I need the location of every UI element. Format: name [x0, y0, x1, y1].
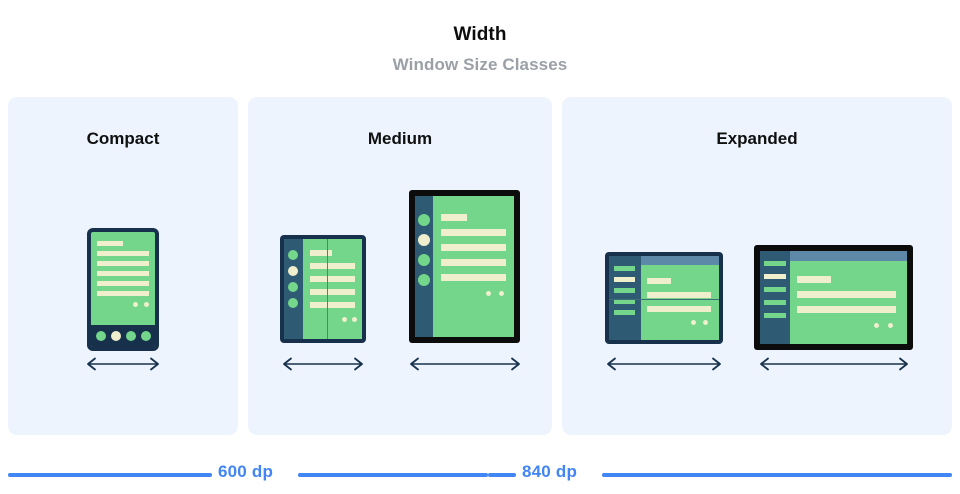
rail-item[interactable] — [418, 214, 430, 226]
content-line — [310, 250, 332, 256]
breakpoint-line-segment — [602, 473, 952, 477]
rail-item[interactable] — [288, 298, 298, 308]
breakpoint-label-600dp: 600 dp — [218, 462, 274, 481]
drawer-item-selected[interactable] — [764, 274, 786, 279]
fab-dot[interactable] — [874, 323, 879, 328]
fold-crease — [609, 299, 719, 300]
breakpoint-label-840dp: 840 dp — [522, 462, 578, 481]
fab-dot[interactable] — [144, 302, 149, 307]
content-line — [797, 306, 896, 313]
fab-dot[interactable] — [486, 291, 491, 296]
device-tablet-portrait — [409, 190, 520, 343]
drawer-item[interactable] — [614, 266, 635, 271]
content-line — [647, 306, 711, 312]
content-line — [647, 292, 711, 298]
content-line — [310, 276, 355, 282]
rail-item[interactable] — [288, 282, 298, 292]
navigation-drawer[interactable] — [760, 251, 790, 344]
medium-tablet-width-arrow — [406, 356, 524, 372]
content-line — [97, 241, 123, 246]
rail-item[interactable] — [418, 274, 430, 286]
rail-item-selected[interactable] — [418, 234, 430, 246]
fab-dot[interactable] — [352, 317, 357, 322]
navigation-rail[interactable] — [415, 196, 433, 337]
fab-dot[interactable] — [133, 302, 138, 307]
fab-dot[interactable] — [888, 323, 893, 328]
content-line — [441, 244, 506, 251]
content-line — [441, 274, 506, 281]
content-line — [441, 229, 506, 236]
breakpoint-line-segment — [8, 473, 212, 477]
navigation-rail[interactable] — [284, 239, 303, 339]
medium-foldable-width-arrow — [279, 356, 367, 372]
content-line — [441, 259, 506, 266]
page-subtitle: Window Size Classes — [392, 55, 568, 74]
bottom-nav-item[interactable] — [96, 331, 106, 341]
drawer-item-selected[interactable] — [614, 277, 635, 282]
rail-item[interactable] — [288, 250, 298, 260]
breakpoint-line-segment — [298, 473, 488, 477]
drawer-item[interactable] — [614, 310, 635, 315]
phone-screen — [91, 232, 155, 347]
drawer-item[interactable] — [764, 300, 786, 305]
content-line — [310, 302, 355, 308]
foldable-screen — [284, 239, 362, 339]
bottom-nav-item[interactable] — [141, 331, 151, 341]
panel-medium: Medium — [248, 97, 552, 435]
foldable-landscape-screen — [609, 256, 719, 340]
fab-dot[interactable] — [703, 320, 708, 325]
panel-compact: Compact — [8, 97, 238, 435]
fab-dot[interactable] — [342, 317, 347, 322]
tablet-landscape-screen — [760, 251, 907, 344]
panel-title-medium: Medium — [367, 129, 433, 148]
panel-title-compact: Compact — [86, 129, 160, 148]
drawer-item[interactable] — [764, 287, 786, 292]
top-app-bar — [790, 251, 907, 261]
bottom-navigation-bar[interactable] — [91, 325, 155, 347]
content-line — [97, 271, 149, 276]
content-line — [97, 281, 149, 286]
content-line — [797, 291, 896, 298]
bottom-nav-item[interactable] — [126, 331, 136, 341]
device-tablet-landscape — [754, 245, 913, 350]
content-line — [647, 278, 671, 284]
device-phone-portrait — [87, 228, 159, 351]
content-line — [97, 261, 149, 266]
content-line — [97, 291, 149, 296]
navigation-drawer[interactable] — [609, 256, 641, 340]
content-line — [310, 289, 355, 295]
page-title: Width — [453, 24, 507, 45]
drawer-item[interactable] — [614, 288, 635, 293]
drawer-item[interactable] — [764, 261, 786, 266]
device-foldable-landscape — [605, 252, 723, 344]
bottom-nav-item-selected[interactable] — [111, 331, 121, 341]
top-app-bar — [641, 256, 719, 265]
rail-item-selected[interactable] — [288, 266, 298, 276]
compact-width-arrow — [83, 356, 163, 372]
rail-item[interactable] — [418, 254, 430, 266]
tablet-screen — [415, 196, 514, 337]
content-line — [97, 251, 149, 256]
device-foldable-portrait — [280, 235, 366, 343]
drawer-item[interactable] — [764, 313, 786, 318]
fab-dot[interactable] — [499, 291, 504, 296]
expanded-tablet-width-arrow — [756, 356, 912, 372]
content-line — [310, 263, 355, 269]
fab-dot[interactable] — [691, 320, 696, 325]
expanded-foldable-width-arrow — [603, 356, 725, 372]
fold-crease — [327, 239, 328, 339]
panel-expanded: Expanded — [562, 97, 952, 435]
content-line — [441, 214, 467, 221]
panel-title-expanded: Expanded — [716, 129, 798, 148]
drawer-item[interactable] — [614, 299, 635, 304]
breakpoint-line-segment — [488, 473, 516, 477]
breakpoint-ruler: 600 dp 840 dp — [0, 455, 960, 494]
content-line — [797, 276, 831, 283]
